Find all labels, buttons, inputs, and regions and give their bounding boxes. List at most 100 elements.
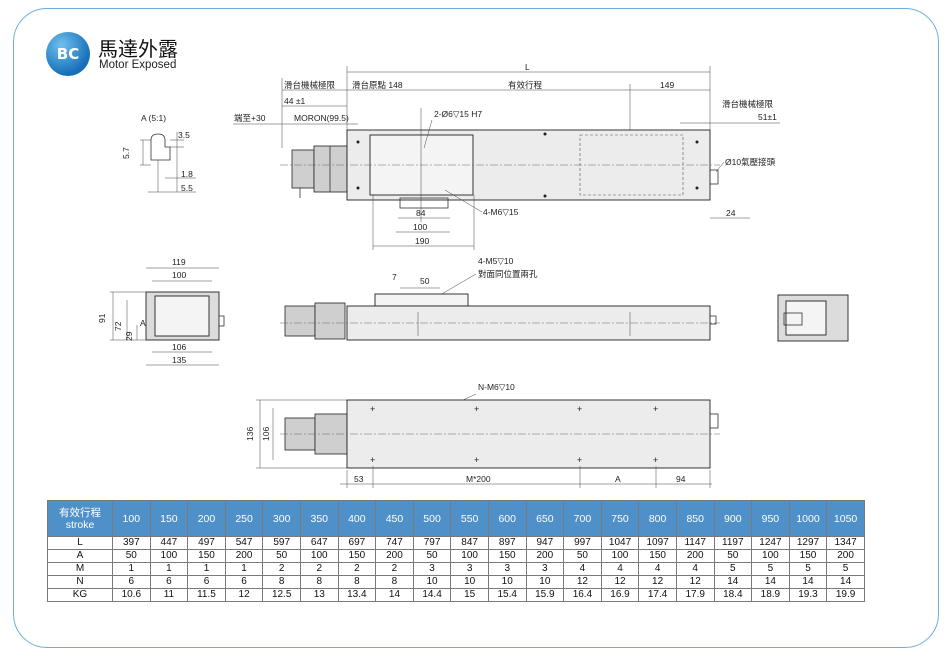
spec-cell: 3 <box>412 562 452 576</box>
end-view: 119 100 91 72 29 A 106 135 <box>97 257 225 366</box>
spec-cell: 200 <box>224 549 264 563</box>
spec-cell: 10 <box>450 575 489 589</box>
spec-cell: 12 <box>600 575 640 589</box>
spec-cell: 10.6 <box>112 588 151 602</box>
detail-dim-3-5: 3.5 <box>178 130 190 140</box>
spec-cell: 2 <box>299 562 339 576</box>
spec-header-stroke-value: 750 <box>600 500 640 537</box>
spec-cell: 3 <box>450 562 489 576</box>
spec-cell: 15.9 <box>525 588 565 602</box>
svg-text:+: + <box>474 404 479 414</box>
side-dim-50: 50 <box>420 276 430 286</box>
label-dim-149: 149 <box>660 80 674 90</box>
spec-cell: 12.5 <box>262 588 301 602</box>
spec-cell: 100 <box>751 549 790 563</box>
spec-cell: 647 <box>299 536 339 550</box>
spec-cell: 8 <box>299 575 339 589</box>
spec-header-stroke-value: 200 <box>187 500 226 537</box>
spec-cell: 13.4 <box>337 588 377 602</box>
spec-cell: 19.3 <box>788 588 828 602</box>
spec-cell: 2 <box>375 562 414 576</box>
label-air-joint: Ø10氣壓接頭 <box>725 157 776 167</box>
spec-cell: 947 <box>525 536 565 550</box>
detail-dim-5-7: 5.7 <box>121 147 131 159</box>
detail-dim-1-8: 1.8 <box>181 169 193 179</box>
spec-row-label: N <box>47 575 113 589</box>
label-hole-2-phi6: 2-Ø6▽15 H7 <box>434 109 482 119</box>
spec-cell: 5 <box>788 562 828 576</box>
spec-cell: 16.4 <box>563 588 602 602</box>
spec-header-stroke-value: 850 <box>675 500 715 537</box>
spec-header-stroke: 有效行程 stroke <box>47 500 113 537</box>
end-dim-91: 91 <box>97 313 107 323</box>
label-origin: 滑台原點 148 <box>352 80 403 90</box>
spec-cell: 3 <box>487 562 527 576</box>
spec-cell: 10 <box>487 575 527 589</box>
end-dim-100: 100 <box>172 270 186 280</box>
spec-header-stroke-value: 1050 <box>826 500 865 537</box>
bc-logo-icon: BC <box>46 32 90 76</box>
right-end-view <box>777 294 849 342</box>
spec-header-stroke-value: 800 <box>638 500 677 537</box>
spec-cell: 1 <box>224 562 264 576</box>
spec-header-stroke-value: 450 <box>375 500 414 537</box>
spec-cell: 1 <box>149 562 189 576</box>
label-dim-84: 84 <box>416 208 426 218</box>
side-view: 4-M5▽10 對面同位置兩孔 7 50 <box>280 256 720 341</box>
spec-cell: 100 <box>600 549 640 563</box>
spec-cell: 200 <box>826 549 865 563</box>
spec-cell: 150 <box>337 549 377 563</box>
spec-cell: 18.4 <box>713 588 753 602</box>
spec-cell: 11 <box>149 588 189 602</box>
bottom-dim-106: 106 <box>261 427 271 441</box>
spec-header-cn: 有效行程 <box>59 506 101 519</box>
spec-header-stroke-value: 100 <box>112 500 151 537</box>
spec-header-stroke-value: 550 <box>450 500 489 537</box>
side-dim-7: 7 <box>392 272 397 282</box>
spec-row-label: A <box>47 549 113 563</box>
spec-header-stroke-value: 300 <box>262 500 301 537</box>
spec-cell: 50 <box>713 549 753 563</box>
spec-cell: 200 <box>525 549 565 563</box>
spec-cell: 12 <box>224 588 264 602</box>
spec-cell: 1197 <box>713 536 753 550</box>
bottom-view: N-M6▽10 136 106 + + + + + + + + 53 M*200… <box>245 382 720 488</box>
label-dim-100: 100 <box>413 222 427 232</box>
bottom-dim-53: 53 <box>354 474 364 484</box>
svg-text:+: + <box>653 455 658 465</box>
dim-L: L <box>525 62 530 72</box>
spec-cell: 14 <box>826 575 865 589</box>
detail-dim-5-5: 5.5 <box>181 183 193 193</box>
svg-text:+: + <box>370 455 375 465</box>
spec-cell: 6 <box>224 575 264 589</box>
spec-header-stroke-value: 150 <box>149 500 189 537</box>
spec-header-stroke-value: 1000 <box>788 500 828 537</box>
spec-cell: 897 <box>487 536 527 550</box>
end-label-a: A <box>140 318 146 328</box>
label-effective-stroke: 有效行程 <box>508 80 543 90</box>
spec-cell: 14 <box>375 588 414 602</box>
label-dim-44: 44 ±1 <box>284 96 305 106</box>
label-dim-24: 24 <box>726 208 736 218</box>
svg-text:+: + <box>370 404 375 414</box>
bottom-label-hole: N-M6▽10 <box>478 382 515 392</box>
bottom-dim-94: 94 <box>676 474 686 484</box>
spec-cell: 15 <box>450 588 489 602</box>
spec-cell: 14.4 <box>412 588 452 602</box>
spec-cell: 4 <box>600 562 640 576</box>
spec-cell: 4 <box>675 562 715 576</box>
spec-header-en: stroke <box>65 518 95 531</box>
detail-a-view: A (5:1) 3.5 5.7 1.8 5.5 <box>121 113 196 193</box>
spec-cell: 19.9 <box>826 588 865 602</box>
spec-cell: 1347 <box>826 536 865 550</box>
spec-cell: 497 <box>187 536 226 550</box>
end-dim-135: 135 <box>172 355 186 365</box>
spec-cell: 13 <box>299 588 339 602</box>
svg-text:+: + <box>474 455 479 465</box>
spec-row-label: KG <box>47 588 113 602</box>
label-mech-limit-left: 滑台機械極限 <box>284 80 336 90</box>
spec-cell: 2 <box>262 562 301 576</box>
